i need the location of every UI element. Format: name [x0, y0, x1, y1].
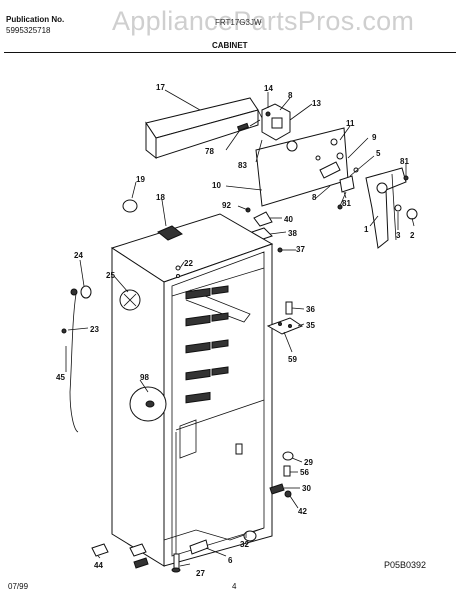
- callout-32: 32: [240, 540, 249, 549]
- drain-tube-part: [61, 285, 92, 433]
- callout-38: 38: [288, 229, 297, 238]
- publication-label: Publication No.: [6, 15, 65, 24]
- callout-56: 56: [300, 468, 309, 477]
- callout-2: 2: [410, 231, 415, 240]
- callout-81-right: 81: [400, 157, 409, 166]
- callout-35: 35: [306, 321, 315, 330]
- header-rule: [4, 52, 456, 53]
- callout-6: 6: [228, 556, 233, 565]
- callout-18: 18: [156, 193, 165, 202]
- callout-78: 78: [205, 147, 214, 156]
- callout-37: 37: [296, 245, 305, 254]
- callout-44: 44: [94, 561, 103, 570]
- callout-40: 40: [284, 215, 293, 224]
- callout-9: 9: [372, 133, 377, 142]
- bottom-parts: [91, 530, 257, 573]
- callout-29: 29: [304, 458, 313, 467]
- callout-27: 27: [196, 569, 205, 578]
- callout-17: 17: [156, 83, 165, 92]
- section-title: CABINET: [212, 41, 248, 50]
- small-top-parts: [122, 199, 273, 241]
- callout-42: 42: [298, 507, 307, 516]
- callout-22: 22: [184, 259, 193, 268]
- watermark: AppliancePartsPros.com: [112, 6, 415, 36]
- cabinet-features: [119, 225, 229, 422]
- callout-23: 23: [90, 325, 99, 334]
- callout-98: 98: [140, 373, 149, 382]
- callout-3: 3: [396, 231, 401, 240]
- footer-page-number: 4: [232, 582, 237, 591]
- callout-19: 19: [136, 175, 145, 184]
- top-cover-part: [145, 97, 263, 160]
- callout-13: 13: [312, 99, 321, 108]
- footer-date: 07/99: [8, 582, 29, 591]
- callout-10: 10: [212, 181, 221, 190]
- callout-30: 30: [302, 484, 311, 493]
- diagram-code: P05B0392: [384, 560, 427, 570]
- callout-labels: 17 14 8 13 78 83 11 9 5 81 10 19 18 92 4…: [56, 83, 415, 578]
- thermostat-parts: [319, 161, 359, 210]
- callout-8-mid: 8: [312, 193, 317, 202]
- callout-83: 83: [238, 161, 247, 170]
- callout-25: 25: [106, 271, 115, 280]
- callout-59: 59: [288, 355, 297, 364]
- callout-92: 92: [222, 201, 231, 210]
- door-handle-part: [365, 167, 418, 249]
- control-bracket-part: [236, 103, 291, 141]
- callout-11: 11: [346, 119, 355, 128]
- callout-8-top: 8: [288, 91, 293, 100]
- callout-81-mid: 81: [342, 199, 351, 208]
- publication-number: 5995325718: [6, 26, 51, 35]
- callout-45: 45: [56, 373, 65, 382]
- callout-14: 14: [264, 84, 273, 93]
- callout-24: 24: [74, 251, 83, 260]
- callout-1: 1: [364, 225, 369, 234]
- callout-36: 36: [306, 305, 315, 314]
- leader-lines: [65, 89, 415, 567]
- callout-5: 5: [376, 149, 381, 158]
- model-number: FRT17G3JW: [215, 18, 262, 27]
